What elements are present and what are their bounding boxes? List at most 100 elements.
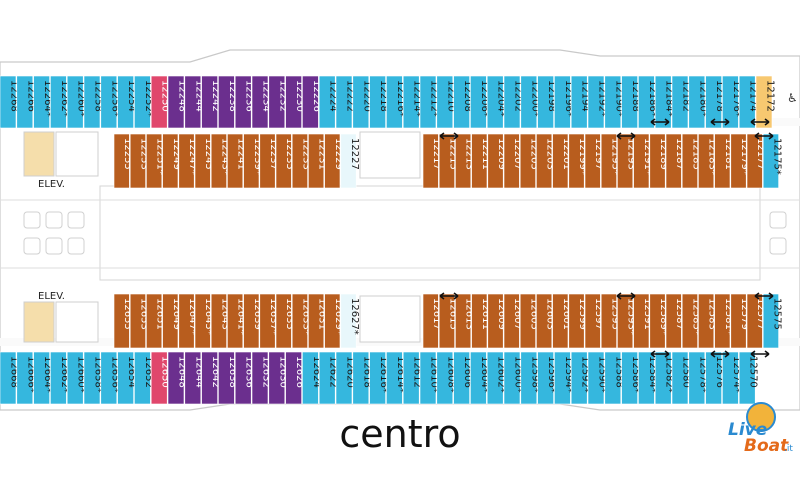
- cabin-12178[interactable]: [705, 75, 722, 129]
- cabin-12590[interactable]: [587, 351, 605, 405]
- cabin-12207[interactable]: [503, 133, 520, 189]
- cabin-12611[interactable]: [471, 293, 488, 349]
- cabin-12253[interactable]: [129, 133, 146, 189]
- cabin-12612[interactable]: [402, 351, 420, 405]
- cabin-12200[interactable]: [520, 75, 538, 129]
- cabin-12607[interactable]: [503, 293, 520, 349]
- cabin-12584[interactable]: [638, 351, 655, 405]
- cabin-12606[interactable]: [453, 351, 470, 405]
- cabin-12581[interactable]: [714, 293, 731, 349]
- cabin-12666[interactable]: [16, 351, 34, 405]
- cabin-12635[interactable]: [275, 293, 292, 349]
- cabin-12615[interactable]: [438, 293, 455, 349]
- cabin-12654[interactable]: [117, 351, 134, 405]
- cabin-12608[interactable]: [436, 351, 454, 405]
- cabin-12593[interactable]: [617, 293, 634, 349]
- cabin-12644[interactable]: [184, 351, 202, 405]
- cabin-12570[interactable]: [738, 351, 756, 405]
- cabin-12647[interactable]: [178, 293, 195, 349]
- cabin-12595[interactable]: [600, 293, 617, 349]
- cabin-12613[interactable]: [455, 293, 472, 349]
- cabin-12194[interactable]: [570, 75, 588, 129]
- cabin-12251[interactable]: [146, 133, 163, 189]
- cabin-12249[interactable]: [162, 133, 179, 189]
- cabin-12610[interactable]: [419, 351, 437, 405]
- cabin-12231[interactable]: [308, 133, 325, 189]
- cabin-12183[interactable]: [698, 133, 715, 189]
- cabin-12580[interactable]: [671, 351, 689, 405]
- cabin-12589[interactable]: [649, 293, 666, 349]
- cabin-12655[interactable]: [113, 293, 130, 349]
- cabin-12653[interactable]: [129, 293, 146, 349]
- cabin-12591[interactable]: [633, 293, 650, 349]
- cabin-12192[interactable]: [587, 75, 605, 129]
- cabin-12247[interactable]: [178, 133, 195, 189]
- cabin-12260[interactable]: [66, 75, 84, 129]
- cabin-12174[interactable]: [738, 75, 756, 129]
- cabin-12651[interactable]: [146, 293, 163, 349]
- cabin-12599[interactable]: [568, 293, 585, 349]
- cabin-12587[interactable]: [665, 293, 682, 349]
- cabin-12235[interactable]: [275, 133, 292, 189]
- cabin-12190[interactable]: [604, 75, 622, 129]
- cabin-12255[interactable]: [113, 133, 130, 189]
- cabin-12180[interactable]: [688, 75, 706, 129]
- cabin-12609[interactable]: [487, 293, 504, 349]
- cabin-12241[interactable]: [227, 133, 244, 189]
- cabin-12664[interactable]: [33, 351, 50, 405]
- cabin-12637[interactable]: [259, 293, 276, 349]
- cabin-12182[interactable]: [671, 75, 689, 129]
- cabin-12579[interactable]: [730, 293, 747, 349]
- cabin-12605[interactable]: [519, 293, 536, 349]
- cabin-12179[interactable]: [730, 133, 747, 189]
- cabin-12181[interactable]: [714, 133, 731, 189]
- cabin-12213[interactable]: [455, 133, 472, 189]
- cabin-12195[interactable]: [600, 133, 617, 189]
- cabin-12188[interactable]: [621, 75, 638, 129]
- cabin-12206[interactable]: [470, 75, 487, 129]
- cabin-12652[interactable]: [134, 351, 151, 405]
- cabin-12268[interactable]: [0, 75, 17, 129]
- cabin-12641[interactable]: [227, 293, 244, 349]
- cabin-12598[interactable]: [520, 351, 538, 405]
- cabin-12585[interactable]: [681, 293, 698, 349]
- cabin-12578[interactable]: [688, 351, 706, 405]
- cabin-12176[interactable]: [722, 75, 739, 129]
- cabin-12193[interactable]: [617, 133, 634, 189]
- cabin-12632[interactable]: [251, 351, 269, 405]
- cabin-12229[interactable]: [324, 133, 341, 189]
- cabin-12597[interactable]: [584, 293, 601, 349]
- cabin-12630[interactable]: [268, 351, 286, 405]
- cabin-12198[interactable]: [537, 75, 554, 129]
- cabin-12668[interactable]: [0, 351, 17, 405]
- cabin-12588[interactable]: [604, 351, 622, 405]
- cabin-12210[interactable]: [436, 75, 454, 129]
- cabin-12645[interactable]: [194, 293, 211, 349]
- cabin-12616[interactable]: [369, 351, 386, 405]
- cabin-12622[interactable]: [318, 351, 336, 405]
- cabin-12220[interactable]: [352, 75, 370, 129]
- cabin-12209[interactable]: [487, 133, 504, 189]
- cabin-12236[interactable]: [234, 75, 252, 129]
- cabin-12620[interactable]: [335, 351, 353, 405]
- cabin-12614[interactable]: [386, 351, 403, 405]
- cabin-12203[interactable]: [536, 133, 553, 189]
- cabin-12592[interactable]: [570, 351, 588, 405]
- cabin-12262[interactable]: [50, 75, 67, 129]
- cabin-12237[interactable]: [259, 133, 276, 189]
- cabin-12603[interactable]: [536, 293, 553, 349]
- cabin-12601[interactable]: [552, 293, 569, 349]
- cabin-12243[interactable]: [210, 133, 227, 189]
- cabin-12574[interactable]: [722, 351, 739, 405]
- cabin-12191[interactable]: [633, 133, 650, 189]
- cabin-12186[interactable]: [638, 75, 655, 129]
- cabin-12256[interactable]: [100, 75, 118, 129]
- cabin-12258[interactable]: [83, 75, 101, 129]
- cabin-12662[interactable]: [50, 351, 67, 405]
- cabin-12224[interactable]: [318, 75, 336, 129]
- cabin-12631[interactable]: [308, 293, 325, 349]
- cabin-12639[interactable]: [243, 293, 260, 349]
- cabin-12212[interactable]: [419, 75, 437, 129]
- cabin-12656[interactable]: [100, 351, 118, 405]
- cabin-12248[interactable]: [167, 75, 185, 129]
